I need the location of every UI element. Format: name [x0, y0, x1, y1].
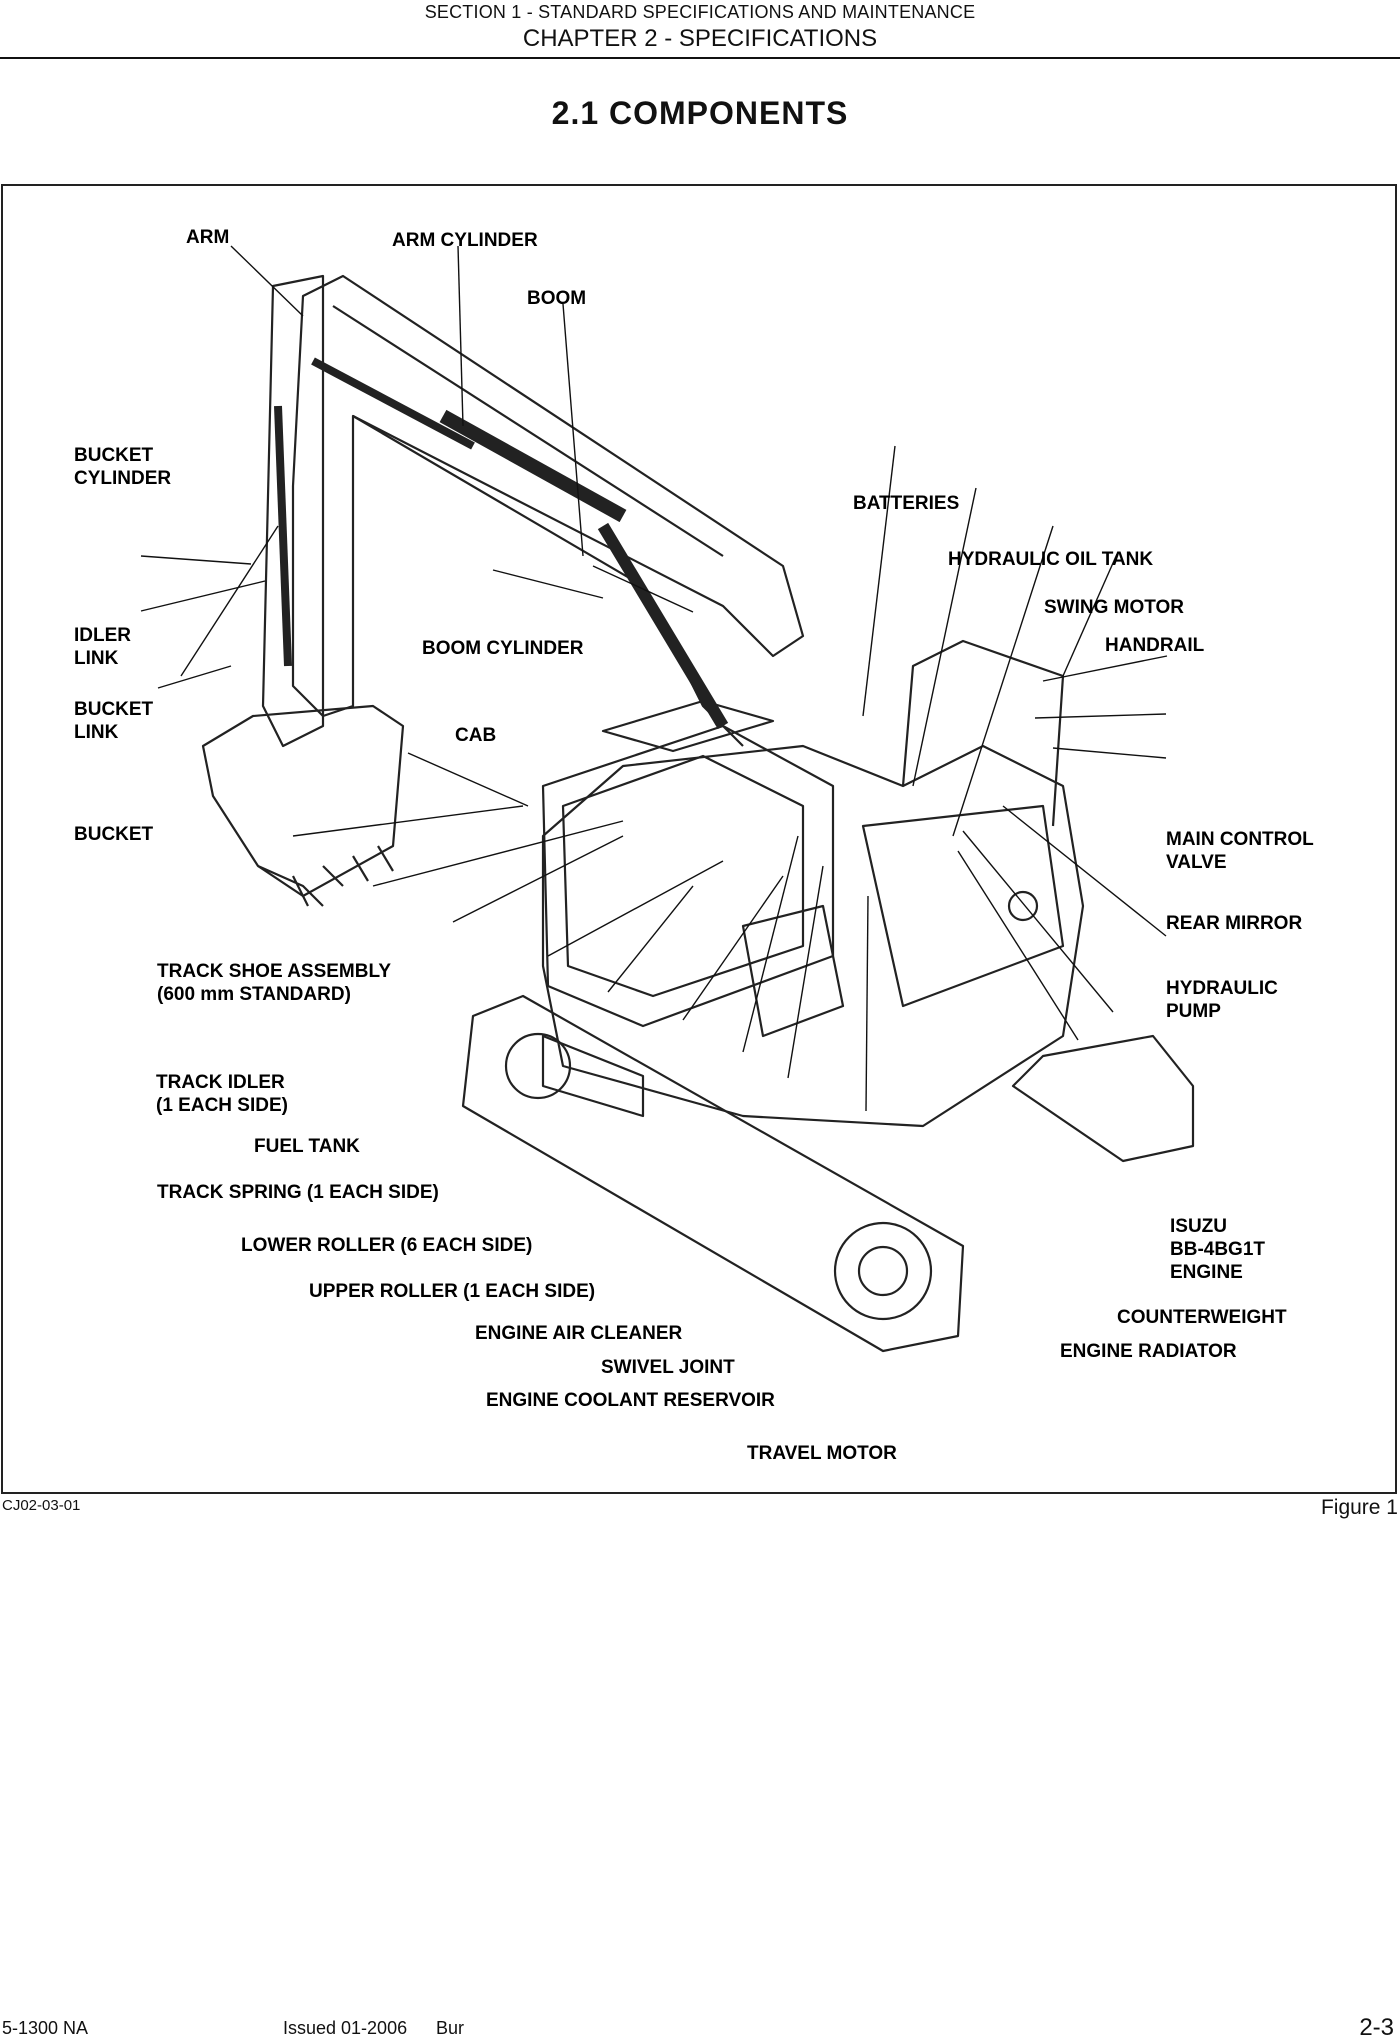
label-batteries: BATTERIES — [853, 493, 960, 514]
left-track-outline — [461, 994, 965, 1353]
label-bucket-link: BUCKET LINK — [74, 699, 154, 743]
travel-motor-sprocket — [833, 1221, 933, 1321]
label-boom: BOOM — [527, 288, 587, 309]
footer-issued: Issued 01-2006 — [283, 2018, 408, 2038]
track-idler-wheel — [504, 1032, 572, 1100]
label-hydraulic-pump: HYDRAULIC PUMP — [1166, 978, 1278, 1022]
footer-author: Bur — [436, 2018, 465, 2038]
section-header: SECTION 1 - STANDARD SPECIFICATIONS AND … — [424, 2, 976, 22]
right-track-outline — [1011, 1034, 1195, 1163]
arm-outline — [261, 274, 325, 748]
label-main-control-valve: MAIN CONTROL VALVE — [1166, 829, 1314, 873]
label-arm-cylinder: ARM CYLINDER — [392, 230, 538, 251]
rear-mirror-shape — [1007, 890, 1039, 922]
label-isuzu-engine: ISUZU BB-4BG1T ENGINE — [1170, 1216, 1266, 1283]
cab-outline — [541, 724, 835, 1028]
label-handrail: HANDRAIL — [1105, 635, 1205, 656]
footer-doc-number: 5-1300 NA — [2, 2018, 89, 2038]
figure-caption: Figure 1 — [1320, 1496, 1398, 1519]
figure-id: CJ02-03-01 — [2, 1497, 81, 1514]
handrail-outline — [901, 639, 1065, 827]
label-swing-motor: SWING MOTOR — [1044, 597, 1185, 618]
label-engine-radiator: ENGINE RADIATOR — [1060, 1341, 1237, 1362]
boom-outline — [291, 274, 805, 718]
arm-cylinder-body — [439, 409, 627, 523]
label-bucket: BUCKET — [74, 824, 154, 845]
excavator-illustration — [140, 245, 1195, 1353]
label-idler-link: IDLER LINK — [74, 625, 131, 669]
label-bucket-cylinder: BUCKET CYLINDER — [74, 445, 172, 489]
bucket-cylinder-body — [274, 405, 292, 667]
label-track-spring: TRACK SPRING (1 EACH SIDE) — [157, 1182, 439, 1203]
chapter-header: CHAPTER 2 - SPECIFICATIONS — [522, 25, 878, 52]
label-rear-mirror: REAR MIRROR — [1166, 913, 1303, 934]
label-travel-motor: TRAVEL MOTOR — [747, 1443, 897, 1464]
label-boom-cylinder: BOOM CYLINDER — [422, 638, 584, 659]
label-counterweight: COUNTERWEIGHT — [1117, 1307, 1287, 1328]
label-hydraulic-oil-tank: HYDRAULIC OIL TANK — [948, 549, 1154, 570]
label-track-shoe-assembly: TRACK SHOE ASSEMBLY (600 mm STANDARD) — [157, 961, 392, 1005]
label-arm: ARM — [186, 227, 230, 248]
label-cab: CAB — [455, 725, 497, 746]
bucket-outline — [201, 704, 405, 898]
page-number: 2-3 — [1359, 2014, 1394, 2041]
label-fuel-tank: FUEL TANK — [254, 1136, 360, 1157]
page-title: 2.1 COMPONENTS — [551, 95, 849, 131]
boom-cylinder-body — [597, 522, 729, 730]
header-rule — [0, 57, 1400, 59]
label-upper-roller: UPPER ROLLER (1 EACH SIDE) — [309, 1281, 596, 1302]
label-lower-roller: LOWER ROLLER (6 EACH SIDE) — [241, 1235, 533, 1256]
label-swivel-joint: SWIVEL JOINT — [601, 1357, 735, 1378]
label-track-idler: TRACK IDLER (1 EACH SIDE) — [156, 1072, 288, 1116]
label-engine-air-cleaner: ENGINE AIR CLEANER — [475, 1323, 683, 1344]
track-spring-shape — [541, 1034, 645, 1118]
upper-structure — [541, 744, 1085, 1128]
figure-frame: ARM ARM CYLINDER BOOM BUCKET CYLINDER BA… — [1, 184, 1397, 1494]
arm-cylinder-rod — [311, 357, 475, 450]
label-engine-coolant-reservoir: ENGINE COOLANT RESERVOIR — [486, 1390, 775, 1411]
